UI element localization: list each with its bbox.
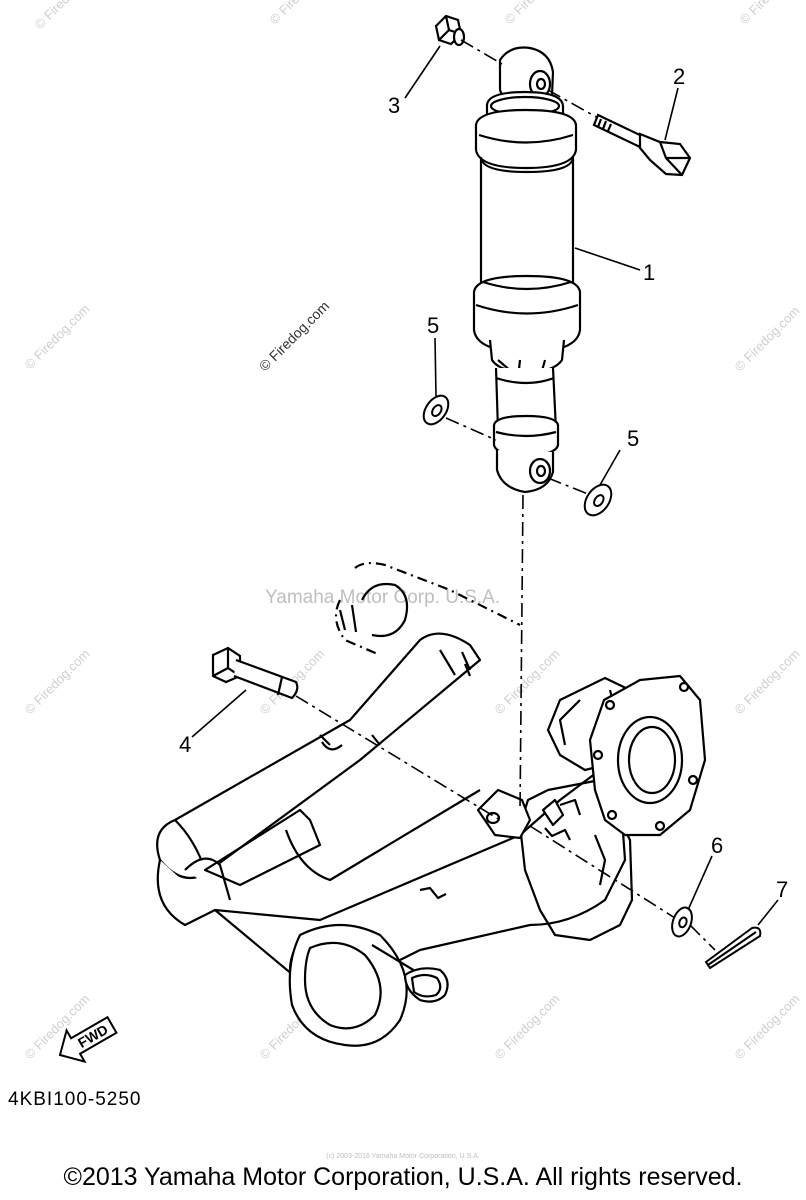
watermark-text: © Firedog.com [267, 0, 338, 27]
copyright-footer: ©2013 Yamaha Motor Corporation, U.S.A. A… [63, 1163, 743, 1191]
callout-3[interactable]: 3 [388, 93, 400, 118]
washer-pivot[interactable] [668, 905, 695, 939]
callout-5[interactable]: 5 [427, 313, 439, 338]
watermark-text: © Firedog.com [732, 991, 803, 1062]
watermark-text: © Firedog.com [492, 991, 563, 1062]
shock-upper-bolt[interactable] [592, 113, 692, 177]
swingarm[interactable] [156, 561, 707, 1047]
callout-labels: 1 2 3 4 5 5 6 7 [179, 64, 788, 902]
watermark-text: © Firedog.com [732, 303, 803, 374]
washer-left[interactable] [419, 391, 454, 429]
diagram-code: 4KBI100-5250 [8, 1089, 142, 1110]
shock-upper-nut[interactable] [434, 14, 466, 47]
alignment-lines [295, 39, 716, 951]
callout-4[interactable]: 4 [179, 732, 191, 757]
watermark-text: © Firedog.com [492, 646, 563, 717]
watermark-center: Yamaha Motor Corp. U.S.A. [265, 587, 500, 608]
callout-5[interactable]: 5 [627, 426, 639, 451]
watermark-text: © Firedog.com [737, 0, 806, 27]
callout-6[interactable]: 6 [711, 833, 723, 858]
callout-2[interactable]: 2 [673, 64, 685, 89]
watermark-text: © Firedog.com [22, 301, 93, 372]
callout-1[interactable]: 1 [643, 260, 655, 285]
fine-print: (c) 2003-2016 Yamaha Motor Corporation, … [326, 1153, 480, 1160]
callout-7[interactable]: 7 [776, 877, 788, 902]
watermark-text: © Firedog.com [22, 646, 93, 717]
watermark-text: © Firedog.com [502, 0, 573, 27]
watermark-text: © Firedog.com [732, 646, 803, 717]
rear-shock-absorber[interactable] [472, 46, 582, 494]
watermark-text: © Firedog.com [32, 0, 103, 32]
pivot-shaft[interactable] [211, 646, 299, 700]
watermark-text: © Firedog.com [256, 298, 332, 374]
washer-right[interactable] [579, 480, 617, 520]
cotter-pin[interactable] [704, 926, 762, 970]
leader-lines [191, 45, 779, 926]
